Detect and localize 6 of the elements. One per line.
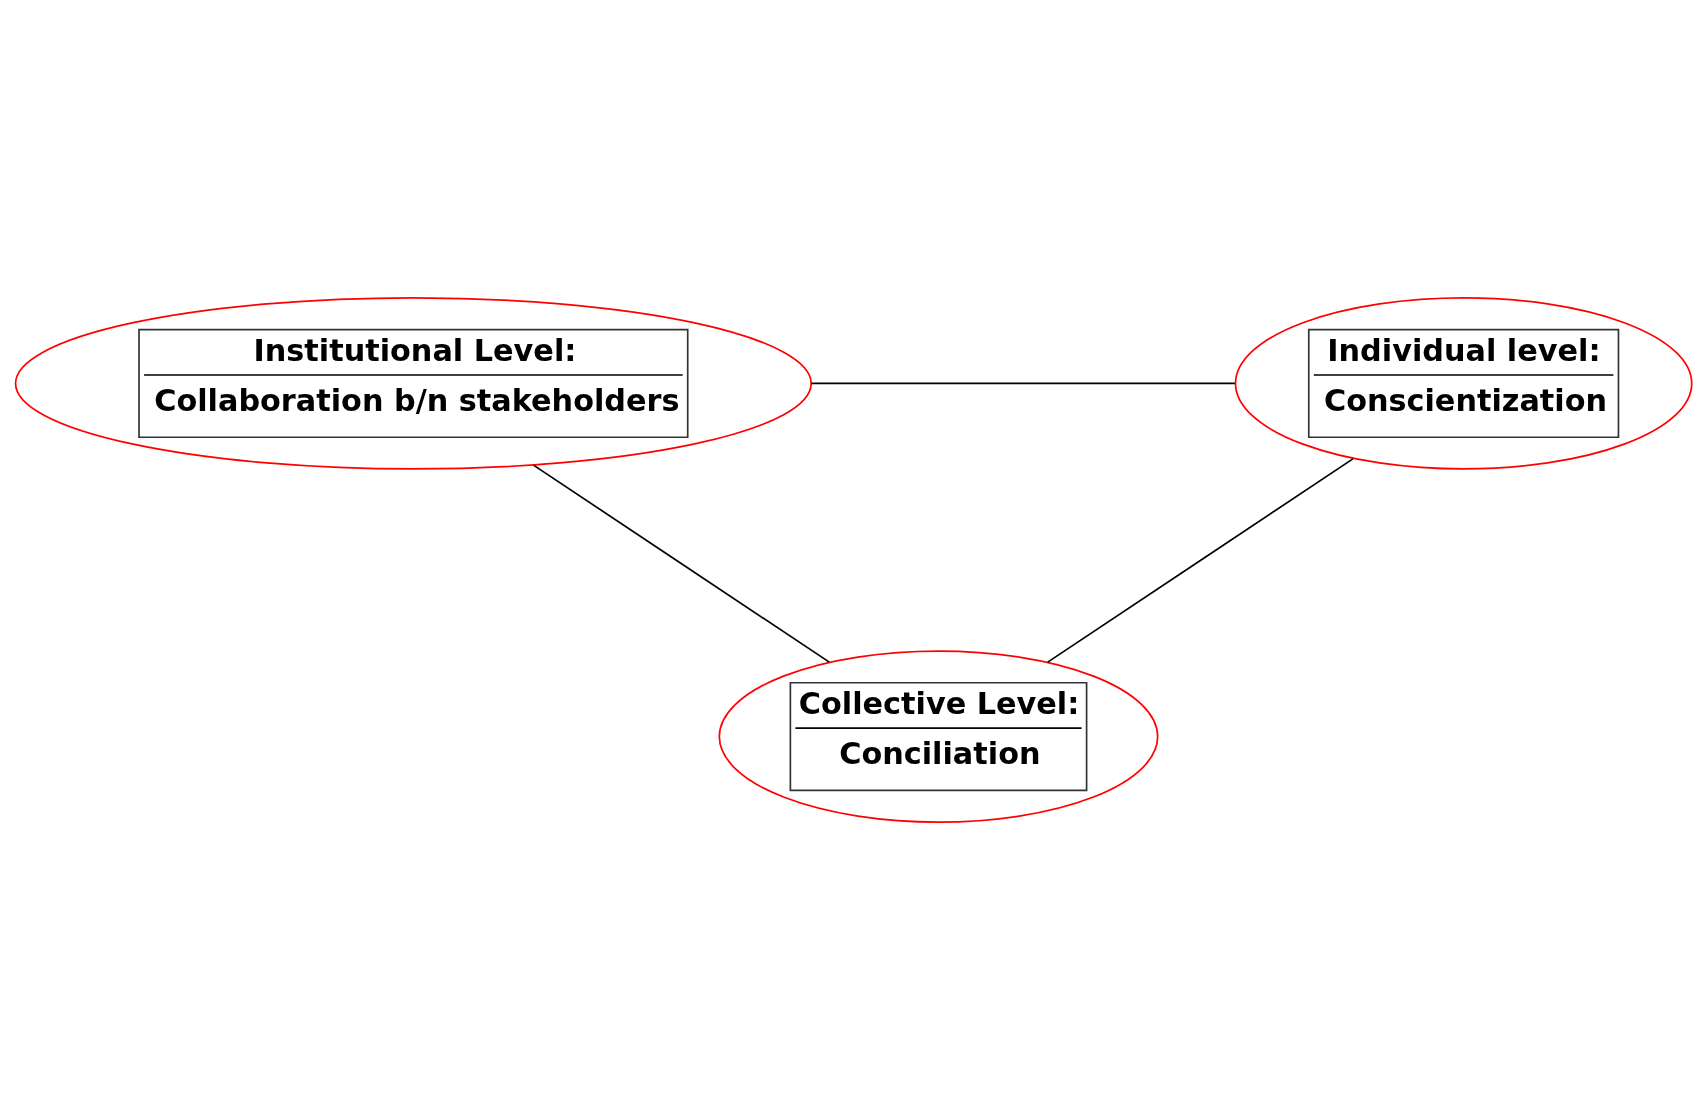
node-ellipse: Individual level: Conscientization (1234, 296, 1693, 470)
connector (1046, 457, 1354, 663)
connector (810, 382, 1236, 384)
node-ellipse: Institutional Level: Collaboration b/n stakeholders (14, 296, 812, 470)
connector (533, 464, 831, 663)
node-ellipse: Collective Level: Conciliation (718, 649, 1159, 823)
